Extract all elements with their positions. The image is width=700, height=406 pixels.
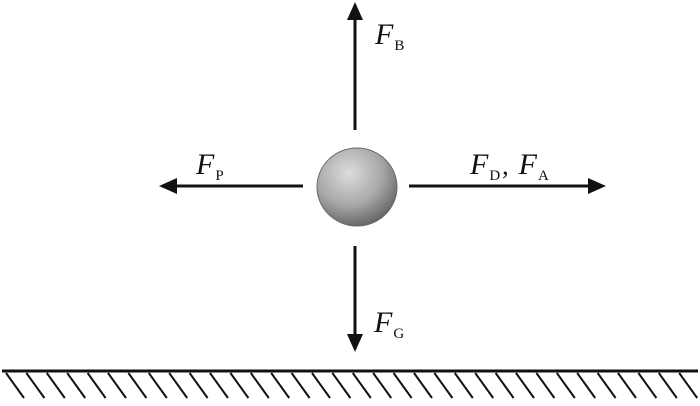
ground-hatch-line [372, 372, 393, 399]
arrow-up-buoyancy [347, 2, 363, 130]
ground-hatch-line [107, 372, 127, 399]
ground-hatch-line [351, 372, 372, 399]
label-pressure-symbol: F [196, 148, 215, 181]
arrow-left-pressure [159, 178, 303, 194]
label-drag-and-added-mass-forces: FD,FA [470, 150, 549, 184]
arrow-right-drag-added-mass [409, 178, 606, 194]
label-drag-subscript: D [489, 168, 501, 184]
ground-hatch-line [290, 372, 311, 399]
ground-hatch-line [657, 372, 678, 399]
ground-hatch-line [596, 372, 617, 399]
ground-hatch-line [474, 372, 495, 399]
ground-hatch-line [229, 372, 250, 399]
label-added-mass-subscript: A [538, 168, 549, 184]
ground-hatch-line [433, 372, 454, 399]
label-gravity-force: FG [374, 308, 404, 342]
ground-hatch-line [311, 372, 331, 399]
ground-hatch-line [270, 372, 291, 399]
ground-hatch-line [535, 372, 556, 399]
ground-hatch-line [331, 372, 352, 399]
ground-hatch-line [188, 372, 209, 399]
label-separator: , [502, 151, 509, 180]
label-gravity-symbol: F [374, 306, 393, 339]
label-pressure-gradient-force: FP [196, 150, 224, 184]
ground-hatch-line [515, 372, 535, 399]
ground-hatch-line [453, 372, 474, 399]
ground-hatch-line [555, 372, 576, 399]
ground-hatch-line [127, 372, 148, 399]
ground-hatch-line [576, 372, 597, 399]
ground-hatch-line [168, 372, 189, 399]
label-added-mass-symbol: F [518, 148, 537, 181]
label-buoyancy-symbol: F [375, 18, 394, 51]
label-buoyancy-subscript: B [394, 38, 405, 54]
ground-hatched-icon [2, 369, 699, 399]
label-pressure-subscript: P [215, 168, 224, 184]
ground-hatch-line [637, 372, 658, 399]
ground-hatch-line [413, 372, 433, 399]
ground-hatch-line [86, 372, 107, 399]
ground-hatch-line [66, 372, 87, 399]
ground-hatch-line [25, 372, 46, 399]
ground-hatch-line [494, 372, 515, 399]
label-gravity-subscript: G [393, 326, 405, 342]
ground-hatch-line [678, 372, 699, 399]
ground-hatch-line [249, 372, 270, 399]
ground-hatch-line [617, 372, 637, 399]
ground-hatch-line [45, 372, 66, 399]
particle-sphere-icon [316, 147, 398, 227]
label-drag-symbol: F [470, 148, 489, 181]
ground-hatch-line [147, 372, 168, 399]
ground-hatch-line [5, 372, 25, 399]
ground-hatch-line [392, 372, 413, 399]
ground-hatch-line [209, 372, 229, 399]
arrow-down-gravity [347, 246, 363, 352]
label-buoyancy-force: FB [375, 20, 404, 54]
